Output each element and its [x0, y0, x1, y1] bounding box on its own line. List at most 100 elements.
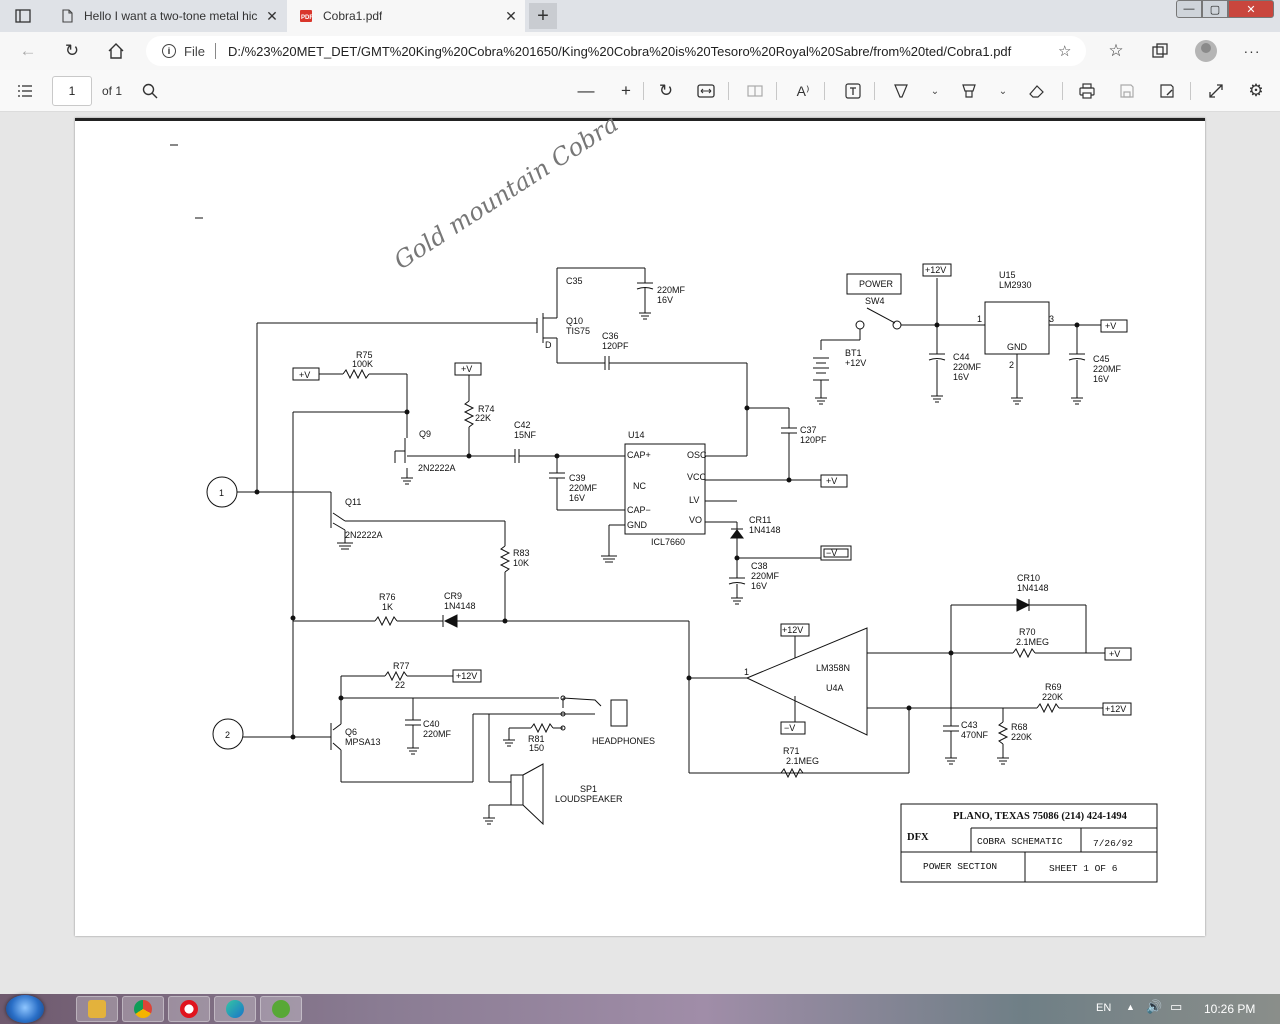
draw-button[interactable]	[888, 78, 914, 104]
toolbar-divider	[1062, 82, 1063, 100]
page-number-input[interactable]	[52, 76, 92, 106]
r74-label: R74	[478, 404, 495, 414]
clock[interactable]: 10:26 PM	[1204, 1002, 1256, 1016]
info-icon[interactable]: i	[162, 44, 176, 58]
list-icon	[18, 85, 32, 97]
svg-text:PDF: PDF	[301, 15, 313, 21]
titleblock-section: POWER SECTION	[923, 861, 997, 872]
chrome-icon	[134, 1000, 152, 1018]
c35-voltage: 16V	[657, 295, 673, 305]
r77-label: R77	[393, 661, 410, 671]
u14-label: U14	[628, 430, 645, 440]
r68-value: 220K	[1011, 732, 1032, 742]
tab-actions-button[interactable]	[6, 4, 40, 28]
close-window-button[interactable]: ✕	[1228, 0, 1274, 18]
taskbar-edge[interactable]	[214, 996, 256, 1022]
page-scan-edge	[75, 118, 1205, 121]
taskbar-opera[interactable]	[168, 996, 210, 1022]
read-aloud-icon: A⁾	[796, 82, 810, 99]
search-button[interactable]	[137, 78, 163, 104]
avatar	[1195, 40, 1217, 62]
u15-label: U15	[999, 270, 1016, 280]
favorites-button[interactable]: ☆	[1102, 38, 1130, 64]
taskbar-explorer[interactable]	[76, 996, 118, 1022]
r81-label: R81	[528, 734, 545, 744]
c39-voltage: 16V	[569, 493, 585, 503]
u15-part: LM2930	[999, 280, 1032, 290]
maximize-button[interactable]: ▢	[1202, 0, 1228, 18]
start-button[interactable]	[6, 995, 44, 1023]
zoom-in-button[interactable]: +	[613, 78, 639, 104]
save-as-button[interactable]	[1154, 78, 1180, 104]
plus-12v-label: +12V	[456, 671, 477, 681]
plus-12v-label: +12V	[782, 625, 803, 635]
text-box-icon	[845, 83, 861, 99]
add-favorite-icon[interactable]: ☆	[1058, 43, 1072, 60]
c35-label: C35	[566, 276, 583, 286]
volume-icon[interactable]: 🔊	[1146, 999, 1163, 1014]
q9-label: Q9	[419, 429, 431, 439]
plus-12v-label: +12V	[925, 265, 946, 275]
taskbar-chrome[interactable]	[122, 996, 164, 1022]
r69-label: R69	[1045, 682, 1062, 692]
page-count-label: of 1	[102, 84, 123, 98]
pdf-page: Gold mountain Cobra	[75, 118, 1205, 936]
close-tab-icon[interactable]: ✕	[266, 8, 278, 24]
file-scheme-label: File	[184, 43, 205, 59]
toolbar-divider	[874, 82, 875, 100]
settings-button[interactable]: ⚙	[1243, 78, 1269, 104]
u14-nc: NC	[633, 481, 646, 491]
collections-icon	[1152, 43, 1168, 58]
c44-value: 220MF	[953, 362, 982, 372]
pdf-viewer[interactable]: Gold mountain Cobra	[0, 112, 1280, 994]
fullscreen-button[interactable]	[1203, 78, 1229, 104]
table-of-contents-button[interactable]	[12, 78, 38, 104]
tray-expand-icon[interactable]: ▲	[1126, 1002, 1135, 1012]
minimize-button[interactable]: —	[1176, 0, 1202, 18]
home-button[interactable]	[102, 38, 130, 64]
q10-label: Q10	[566, 316, 583, 326]
highlight-button[interactable]	[956, 78, 982, 104]
titleblock-logo: DFX	[907, 832, 929, 843]
r71-label: R71	[783, 746, 800, 756]
home-icon	[108, 43, 124, 59]
profile-button[interactable]	[1192, 38, 1220, 64]
u14-vcc: VCC	[687, 472, 707, 482]
add-text-button[interactable]	[840, 78, 866, 104]
plus-v-label: +V	[826, 476, 837, 486]
draw-options-icon[interactable]: ⌄	[930, 85, 940, 97]
collections-button[interactable]	[1146, 38, 1174, 64]
save-button[interactable]	[1114, 78, 1140, 104]
cr9-part: 1N4148	[444, 601, 476, 611]
language-indicator[interactable]: EN	[1096, 1002, 1112, 1014]
utorrent-icon	[272, 1000, 290, 1018]
address-bar[interactable]: i File D:/%23%20MET_DET/GMT%20King%20Cob…	[146, 36, 1086, 66]
highlight-options-icon[interactable]: ⌄	[998, 85, 1008, 97]
rotate-button[interactable]: ↻	[653, 78, 679, 104]
network-icon[interactable]: ▭	[1170, 999, 1183, 1014]
new-tab-button[interactable]: +	[529, 3, 557, 29]
highlighter-icon	[962, 84, 976, 98]
toolbar-divider	[728, 82, 729, 100]
r68-label: R68	[1011, 722, 1028, 732]
url-text[interactable]: D:/%23%20MET_DET/GMT%20King%20Cobra%2016…	[227, 43, 1012, 59]
node-2-label: 2	[225, 730, 230, 740]
u14-vo: VO	[689, 515, 702, 525]
tab-cobra-pdf[interactable]: PDF Cobra1.pdf ✕	[287, 0, 525, 32]
page-view-button[interactable]	[742, 78, 768, 104]
back-button[interactable]: ←	[14, 38, 42, 64]
fit-width-button[interactable]	[693, 78, 719, 104]
more-options-button[interactable]: ···	[1238, 38, 1266, 64]
plus-12v-label: +12V	[1105, 704, 1126, 714]
erase-button[interactable]	[1024, 78, 1050, 104]
zoom-out-button[interactable]: —	[573, 78, 599, 104]
read-aloud-button[interactable]: A⁾	[790, 78, 816, 104]
reload-button[interactable]: ↻	[58, 38, 86, 64]
plus-v-label: +V	[299, 370, 310, 380]
taskbar-utorrent[interactable]	[260, 996, 302, 1022]
close-tab-icon[interactable]: ✕	[505, 8, 517, 24]
fit-width-icon	[697, 84, 715, 98]
pdf-toolbar: of 1 — + ↻ A⁾ ⌄ ⌄ ⚙	[0, 70, 1280, 112]
tab-chat[interactable]: Hello I want a two-tone metal hic ✕	[48, 0, 286, 32]
print-button[interactable]	[1074, 78, 1100, 104]
